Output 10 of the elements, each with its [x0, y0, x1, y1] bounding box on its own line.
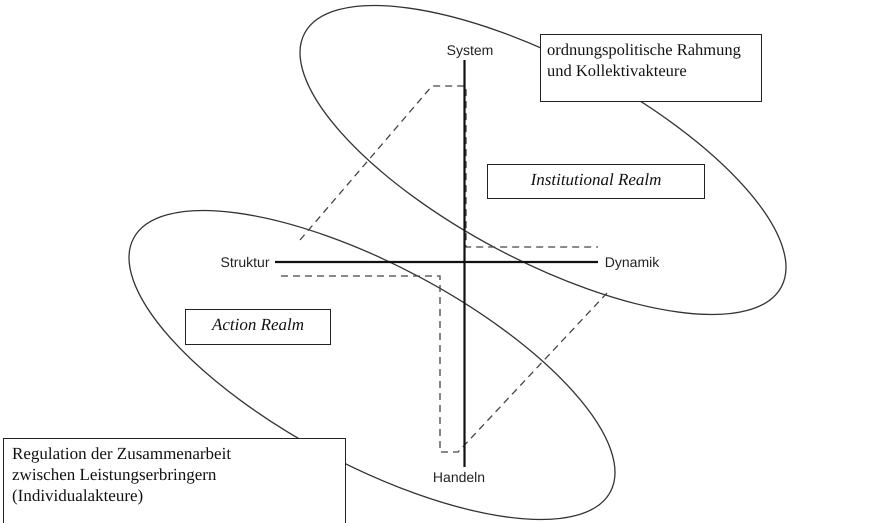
realm-label: Institutional Realm: [487, 164, 705, 199]
axis-line: [275, 260, 598, 264]
text-box: ordnungspolitische Rahmung und Kollektivakteure: [540, 34, 762, 102]
axis-label: Handeln: [428, 467, 490, 487]
axis-label: Struktur: [215, 252, 275, 272]
axis-line: [463, 60, 466, 467]
axis-label: Dynamik: [598, 252, 666, 272]
text-box: Regulation der Zusammenarbeit zwischen Leistungserbringern (Individualakteure): [3, 438, 346, 523]
axis-label: System: [440, 40, 500, 60]
realm-label: Action Realm: [185, 309, 331, 345]
